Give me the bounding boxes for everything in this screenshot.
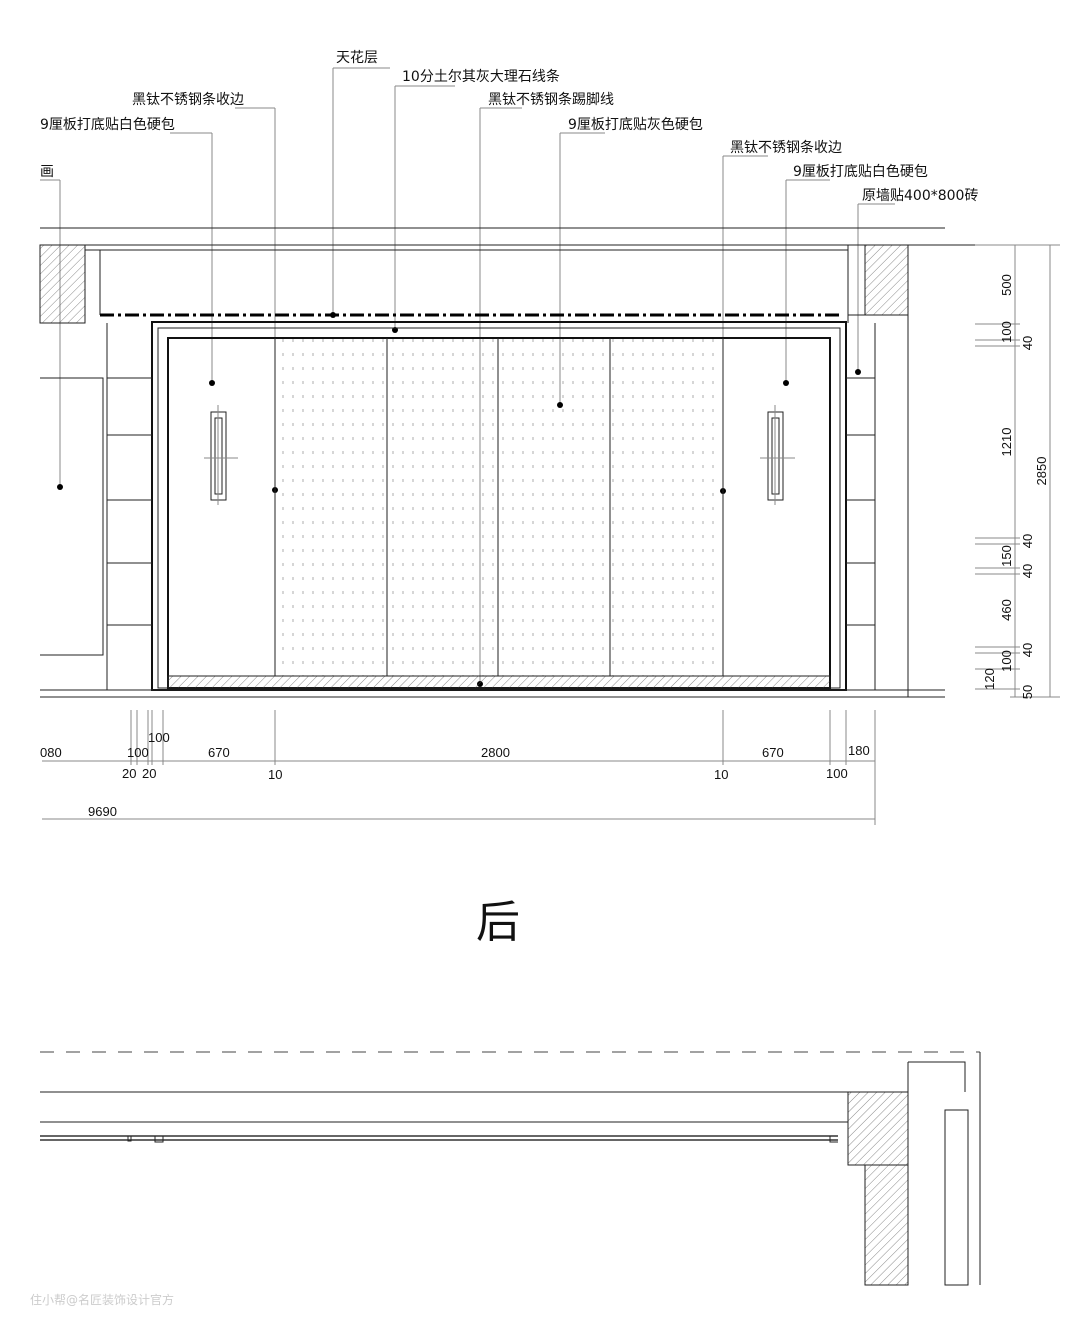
hdim-100-upper: 100 bbox=[148, 730, 170, 745]
label-wall-tile: 原墙贴400*800砖 bbox=[862, 188, 978, 204]
vdim-50: 50 bbox=[1020, 685, 1035, 699]
hdim-670-right: 670 bbox=[762, 745, 784, 760]
view-title: 后 bbox=[476, 897, 520, 948]
horizontal-dimensions bbox=[42, 710, 876, 825]
vdim-500: 500 bbox=[999, 274, 1014, 296]
hdim-2800: 2800 bbox=[481, 745, 510, 760]
label-steel-trim-right: 黑钛不锈钢条收边 bbox=[730, 139, 842, 156]
label-steel-trim-left: 黑钛不锈钢条收边 bbox=[132, 91, 244, 108]
hdim-080: 080 bbox=[40, 745, 62, 760]
label-steel-baseboard: 黑钛不锈钢条踢脚线 bbox=[488, 91, 614, 108]
label-white-panel-left: 9厘板打底贴白色硬包 bbox=[40, 116, 175, 133]
label-ceiling: 天花层 bbox=[336, 50, 378, 66]
hdim-20: 20 bbox=[142, 766, 156, 781]
label-painting: 画 bbox=[40, 164, 54, 180]
vdim-120: 120 bbox=[982, 668, 997, 690]
vdim-100: 100 bbox=[999, 650, 1014, 672]
door-handle-left bbox=[204, 405, 238, 505]
label-white-panel-right: 9厘板打底贴白色硬包 bbox=[793, 163, 928, 180]
vdim-40: 40 bbox=[1020, 564, 1035, 578]
hdim-20: 20 bbox=[122, 766, 136, 781]
vdim-total: 2850 bbox=[1034, 457, 1049, 486]
plan-section bbox=[40, 1051, 981, 1286]
vdim-460: 460 bbox=[999, 599, 1014, 621]
vdim-150: 150 bbox=[999, 545, 1014, 567]
vdim-40: 40 bbox=[1020, 643, 1035, 657]
hdim-10: 10 bbox=[714, 767, 728, 782]
vdim-40: 40 bbox=[1020, 534, 1035, 548]
hdim-10: 10 bbox=[268, 767, 282, 782]
hdim-total: 9690 bbox=[88, 804, 117, 819]
watermark: 住小帮@名匠装饰设计官方 bbox=[30, 1292, 174, 1307]
hdim-180: 180 bbox=[848, 743, 870, 758]
hdim-670-left: 670 bbox=[208, 745, 230, 760]
label-grey-panel: 9厘板打底贴灰色硬包 bbox=[568, 116, 703, 133]
hdim-100: 100 bbox=[127, 745, 149, 760]
vertical-dimensions bbox=[975, 244, 1060, 698]
elevation-structure bbox=[39, 227, 975, 698]
label-marble-strip: 10分土尔其灰大理石线条 bbox=[402, 68, 560, 85]
vdim-1210: 1210 bbox=[999, 428, 1014, 457]
door-handle-right bbox=[760, 405, 795, 505]
hdim-100: 100 bbox=[826, 766, 848, 781]
vdim-40: 40 bbox=[1020, 336, 1035, 350]
vdim-100: 100 bbox=[999, 321, 1014, 343]
